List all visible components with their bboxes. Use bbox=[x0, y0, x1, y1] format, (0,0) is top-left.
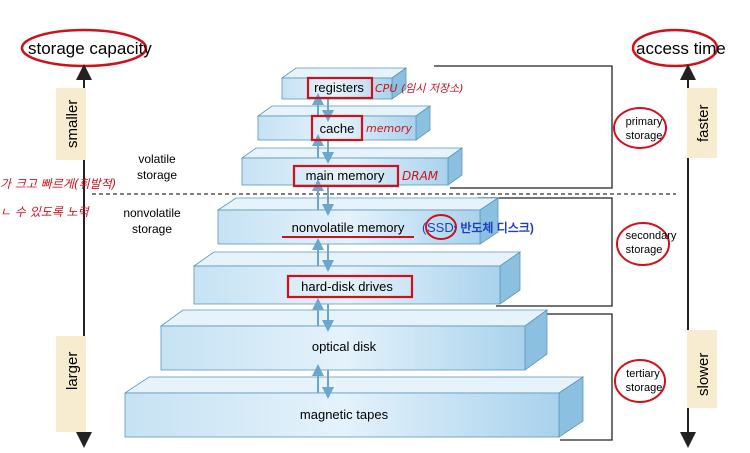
volatile-label-2: storage bbox=[137, 168, 177, 182]
primary-storage-circle bbox=[613, 107, 667, 149]
right-axis: access time faster slower bbox=[631, 28, 726, 448]
level-optical-disk-label: optical disk bbox=[312, 339, 377, 354]
level-box-top bbox=[256, 105, 432, 117]
cache-highlight-box bbox=[310, 114, 364, 142]
larger-label: larger bbox=[64, 352, 81, 390]
level-cache-label: cache bbox=[320, 121, 355, 136]
level-main-memory-label: main memory bbox=[306, 168, 385, 183]
level-box-front bbox=[124, 392, 560, 438]
faster-label: faster bbox=[695, 104, 712, 142]
secondary-bracket bbox=[478, 197, 613, 307]
level-nonvolatile-memory-label: nonvolatile memory bbox=[292, 220, 405, 235]
tertiary-storage-label-1: tertiary bbox=[626, 368, 660, 380]
group-brackets bbox=[434, 65, 613, 441]
margin-note-1: 가 크고 빠르게(휘발적) bbox=[0, 177, 116, 191]
level-box-front bbox=[257, 115, 417, 141]
flow-arrows bbox=[312, 93, 334, 399]
level-box-top bbox=[280, 67, 408, 79]
level-box-top bbox=[216, 197, 500, 211]
registers-highlight-box bbox=[306, 76, 374, 100]
right-axis-title-circle bbox=[631, 28, 719, 68]
left-axis-title: storage capacity bbox=[28, 39, 152, 58]
cache-note: memory bbox=[366, 122, 412, 135]
level-box-registers bbox=[280, 67, 408, 100]
nonvolatile-note-ssd: SSD bbox=[427, 220, 454, 235]
right-axis-title: access time bbox=[636, 39, 726, 58]
level-box-top bbox=[123, 376, 585, 394]
main-memory-highlight-box bbox=[292, 164, 400, 188]
registers-note: CPU (임시 저장소) bbox=[375, 82, 464, 95]
slower-label: slower bbox=[695, 353, 712, 396]
level-registers-label: registers bbox=[314, 80, 364, 95]
hard-disk-highlight-box bbox=[286, 274, 414, 299]
smaller-label: smaller bbox=[64, 100, 81, 148]
tertiary-bracket bbox=[510, 313, 613, 441]
level-box-top bbox=[192, 251, 522, 267]
tertiary-storage-circle bbox=[614, 359, 666, 403]
level-box-main-memory bbox=[240, 147, 464, 186]
level-box-magnetic-tapes bbox=[123, 376, 585, 438]
slower-label-bg bbox=[687, 330, 717, 408]
hierarchy-levels bbox=[123, 67, 585, 438]
margin-note-2: ㄴ 수 있도록 노력 bbox=[0, 205, 91, 219]
primary-storage-label-2: storage bbox=[626, 130, 663, 142]
larger-label-bg bbox=[56, 336, 86, 432]
level-box-optical-disk bbox=[159, 309, 549, 371]
secondary-storage-label-1: secondary bbox=[626, 230, 677, 242]
level-magnetic-tapes-label: magnetic tapes bbox=[300, 407, 389, 422]
level-box-front bbox=[241, 157, 449, 186]
nonvolatile-label-1: nonvolatile bbox=[123, 206, 181, 220]
nonvolatile-note-text: : 반도체 디스크) bbox=[453, 220, 534, 235]
primary-bracket bbox=[434, 65, 613, 189]
tertiary-storage-label-2: storage bbox=[626, 382, 663, 394]
level-hard-disk-drives-label: hard-disk drives bbox=[301, 279, 393, 294]
left-axis: storage capacity smaller larger bbox=[20, 28, 152, 448]
main-memory-note: DRAM bbox=[402, 169, 439, 183]
level-box-top bbox=[240, 147, 464, 159]
nonvolatile-label-2: storage bbox=[132, 222, 172, 236]
nonvolatile-note-prefix: ( bbox=[422, 220, 427, 235]
level-box-front bbox=[160, 325, 526, 371]
faster-label-bg bbox=[687, 88, 717, 158]
secondary-storage-circle bbox=[616, 222, 670, 266]
smaller-label-bg bbox=[56, 88, 86, 160]
primary-storage-label-1: primary bbox=[626, 116, 663, 128]
ssd-circle bbox=[425, 214, 457, 240]
volatile-label-1: volatile bbox=[138, 152, 176, 166]
level-box-cache bbox=[256, 105, 432, 141]
level-box-top bbox=[159, 309, 549, 327]
secondary-storage-label-2: storage bbox=[626, 244, 663, 256]
